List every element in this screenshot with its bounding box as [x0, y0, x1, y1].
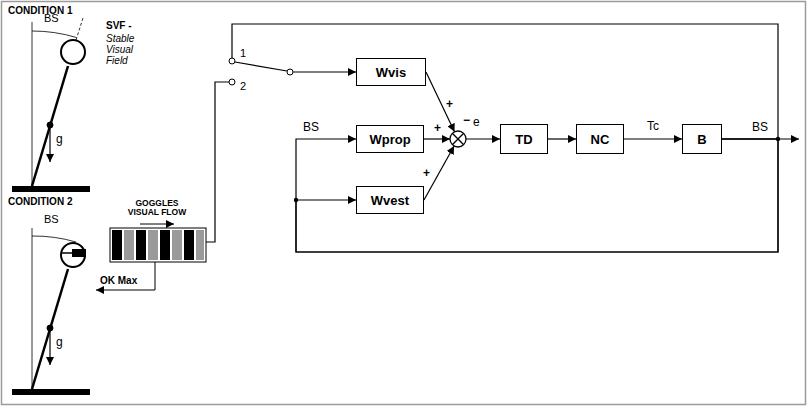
ok-max-arrow	[96, 262, 155, 290]
switch-terminal	[229, 58, 235, 64]
angle-arc	[32, 31, 77, 38]
stripe	[172, 230, 182, 260]
stripe	[160, 230, 170, 260]
sign-label: +	[423, 167, 430, 180]
stripe	[124, 230, 134, 260]
wires	[206, 24, 799, 242]
delay-box: TD	[500, 124, 548, 154]
condition-heading: CONDITION 2	[8, 196, 72, 207]
sum-cross	[452, 133, 463, 144]
block-name: Wvest	[371, 193, 409, 208]
stripe	[196, 230, 204, 260]
sum-input-wire	[424, 138, 450, 139]
gravity-label: g	[56, 133, 63, 146]
signal-label: Tc	[646, 120, 660, 133]
body-box: B	[682, 124, 722, 154]
connector	[624, 138, 682, 139]
device-label: GOGGLES VISUAL FLOW	[124, 199, 190, 218]
gravity-arrow	[49, 125, 50, 162]
ground-plate	[12, 186, 90, 192]
sum-circle	[450, 131, 466, 147]
sign-label: −	[463, 114, 470, 127]
switch-terminal	[229, 79, 235, 85]
weight-box: Wvest	[356, 186, 424, 214]
vertical-reference	[32, 22, 33, 186]
goggle-strap	[61, 252, 72, 254]
signal-label: e	[473, 116, 480, 129]
stimulus-label: OK Max	[100, 275, 137, 286]
weight-box: Wvis	[356, 58, 426, 86]
stripe	[184, 230, 194, 260]
connector	[296, 139, 778, 252]
connector	[548, 138, 576, 139]
gravity-label: g	[56, 336, 63, 349]
gravity-arrow	[49, 328, 50, 365]
vertical-reference	[32, 228, 33, 389]
ground-plate	[12, 389, 90, 395]
stripe	[148, 230, 158, 260]
block-name: B	[697, 132, 706, 147]
block-name: Wvis	[376, 65, 406, 80]
connectors	[296, 139, 778, 252]
summing-junction	[450, 131, 466, 147]
flow-wire	[206, 82, 229, 242]
feedback-wire	[232, 24, 778, 139]
sign-label: +	[434, 122, 441, 135]
error-wire	[466, 138, 500, 139]
condition-label: SVF -	[106, 20, 132, 31]
stripe	[112, 230, 122, 260]
sign-label: +	[446, 98, 453, 111]
sum-input-wire	[424, 146, 454, 200]
stripe	[136, 230, 146, 260]
angle-label: BS	[44, 213, 59, 225]
stripe-frame	[110, 228, 206, 262]
condition-heading: CONDITION 1	[8, 5, 72, 16]
body-axis	[76, 18, 83, 40]
condition-note: Stable Visual Field	[106, 33, 146, 66]
head	[61, 40, 85, 64]
weight-box: Wprop	[356, 125, 424, 153]
controller-box: NC	[576, 124, 624, 154]
block-name: NC	[591, 132, 610, 147]
switch-arm	[235, 62, 287, 71]
connector	[296, 139, 778, 252]
wvis-input-wire	[293, 71, 356, 72]
signal-label: BS	[752, 121, 768, 134]
angle-arc	[32, 236, 76, 242]
block-name: Wprop	[369, 132, 410, 147]
body-line	[32, 269, 68, 389]
sum-cross	[452, 133, 463, 144]
switch-position: 1	[240, 47, 246, 59]
head	[61, 243, 85, 267]
subject-figure	[12, 228, 90, 395]
body-line	[32, 66, 68, 186]
visual-flow-stripes	[110, 228, 206, 262]
angle-label: BS	[44, 12, 59, 24]
block-name: TD	[515, 132, 532, 147]
switch-pivot	[287, 69, 293, 75]
flow-direction-arrow	[140, 224, 174, 225]
goggles	[72, 249, 86, 257]
switch-position: 2	[240, 80, 246, 92]
signal-label: BS	[302, 121, 320, 134]
subject-figure	[12, 18, 90, 192]
